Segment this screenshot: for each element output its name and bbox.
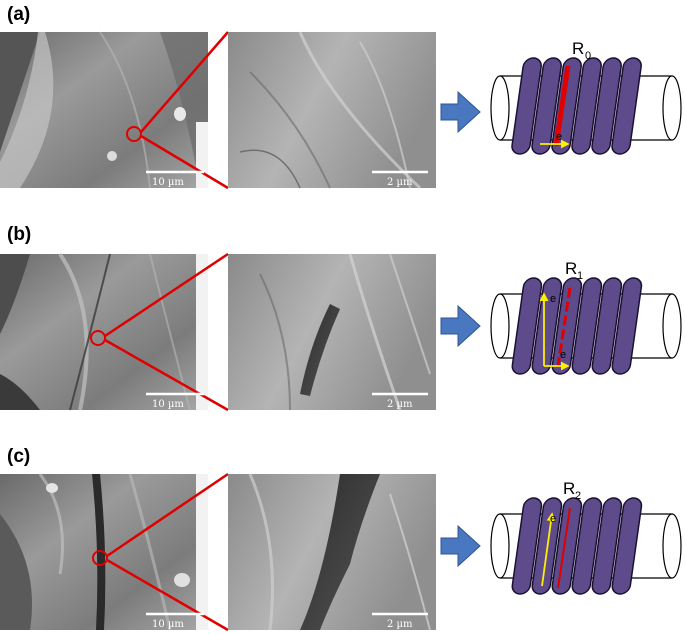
- panel-c: 10 µm 2 µm e R 2: [0, 472, 682, 632]
- zoom-line-top: [104, 252, 229, 338]
- electron-label-top: e: [550, 293, 556, 305]
- resistance-subscript: 2: [575, 490, 581, 502]
- zoom-line-top: [106, 472, 229, 558]
- scale-text-right: 2 µm: [387, 399, 413, 410]
- zoom-line-bottom: [104, 338, 229, 412]
- resistance-label: R: [563, 479, 575, 498]
- panel-label-a: (a): [7, 4, 31, 25]
- panel-label-b: (b): [7, 224, 32, 245]
- blue-arrow: [440, 524, 481, 568]
- resistance-label: R: [572, 39, 584, 58]
- scale-text-left: 10 µm: [152, 619, 184, 630]
- panel-b: 10 µm 2 µm e e R 1: [0, 252, 682, 412]
- sem-image-left: [0, 31, 208, 189]
- coil-diagram: [490, 57, 682, 155]
- zoom-circle: [126, 126, 142, 142]
- resistance-subscript: 1: [577, 270, 583, 282]
- blue-arrow: [440, 304, 481, 348]
- panel-a: 10 µm 2 µm e R 0: [0, 31, 682, 190]
- zoom-line-top: [140, 31, 229, 133]
- crack-line: [556, 287, 572, 367]
- electron-label: e: [550, 513, 556, 525]
- electron-label: e: [556, 131, 562, 143]
- resistance-label: R: [565, 259, 577, 278]
- scale-text-left: 10 µm: [152, 399, 184, 410]
- sem-image-right: [228, 31, 436, 190]
- sem-image-right: [228, 473, 436, 631]
- crack-line: [553, 65, 571, 147]
- coil-diagram: [490, 497, 682, 595]
- zoom-circle: [92, 550, 108, 566]
- electron-path: [541, 512, 556, 587]
- scale-text-left: 10 µm: [152, 177, 184, 188]
- zoom-line-bottom: [106, 558, 229, 632]
- panel-label-c: (c): [7, 446, 31, 467]
- sem-image-left: [0, 252, 208, 411]
- resistance-subscript: 0: [585, 50, 591, 62]
- scale-text-right: 2 µm: [387, 177, 413, 188]
- electron-label-bottom: e: [560, 349, 566, 361]
- blue-arrow: [440, 90, 481, 134]
- scale-text-right: 2 µm: [387, 619, 413, 630]
- zoom-line-bottom: [140, 134, 229, 190]
- coil-diagram: [490, 277, 682, 375]
- zoom-circle: [90, 330, 106, 346]
- sem-image-right: [228, 253, 436, 411]
- crack-line: [557, 507, 571, 589]
